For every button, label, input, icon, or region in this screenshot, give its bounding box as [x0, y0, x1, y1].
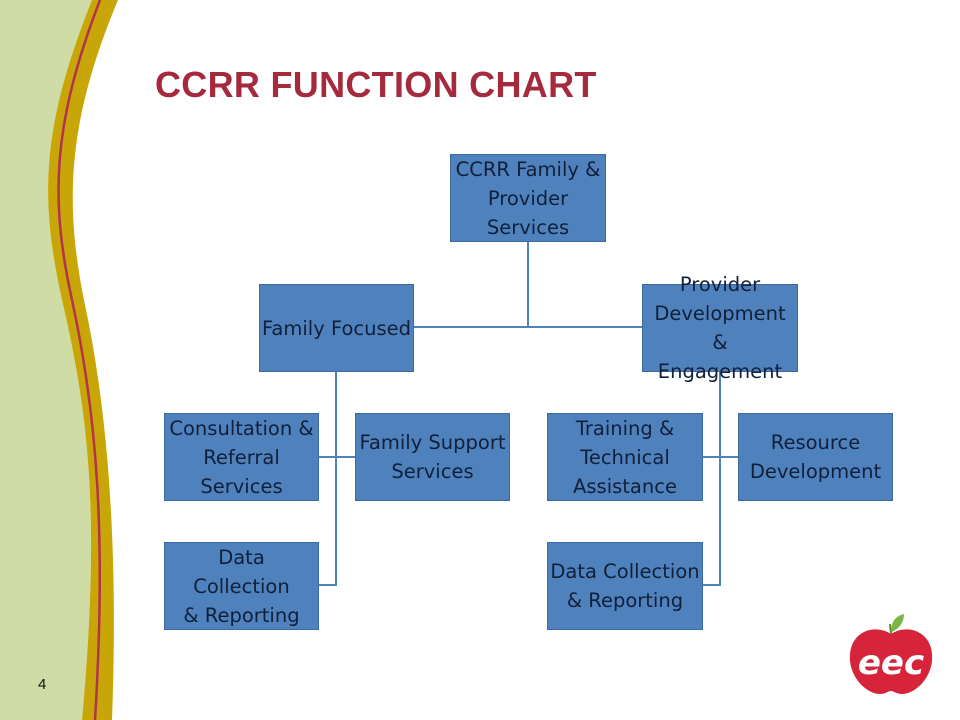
provider-data-collection-node: Data Collection & Reporting: [547, 542, 703, 630]
resource-development-node: Resource Development: [738, 413, 893, 501]
family-data-collection-node: Data Collection & Reporting: [164, 542, 319, 630]
provider-development-node: Provider Development & Engagement: [642, 273, 798, 383]
apple-body: [849, 629, 933, 694]
slide-number: 4: [38, 676, 47, 693]
root-node: CCRR Family & Provider Services: [450, 154, 606, 242]
logo-text: eec: [858, 643, 924, 683]
leaf-icon: [891, 614, 904, 632]
family-support-node: Family Support Services: [355, 413, 510, 501]
training-technical-node: Training & Technical Assistance: [547, 413, 703, 501]
family-branch-connector: [319, 372, 337, 586]
provider-branch-connector: [703, 372, 721, 586]
apple-logo-icon: eec: [849, 614, 933, 694]
red-stripe: [57, 0, 102, 720]
consultation-referral-node: Consultation & Referral Services: [164, 413, 319, 501]
green-band: [0, 0, 92, 720]
family-focused-node: Family Focused: [259, 284, 414, 372]
slide-title: CCRR FUNCTION CHART: [155, 64, 597, 105]
